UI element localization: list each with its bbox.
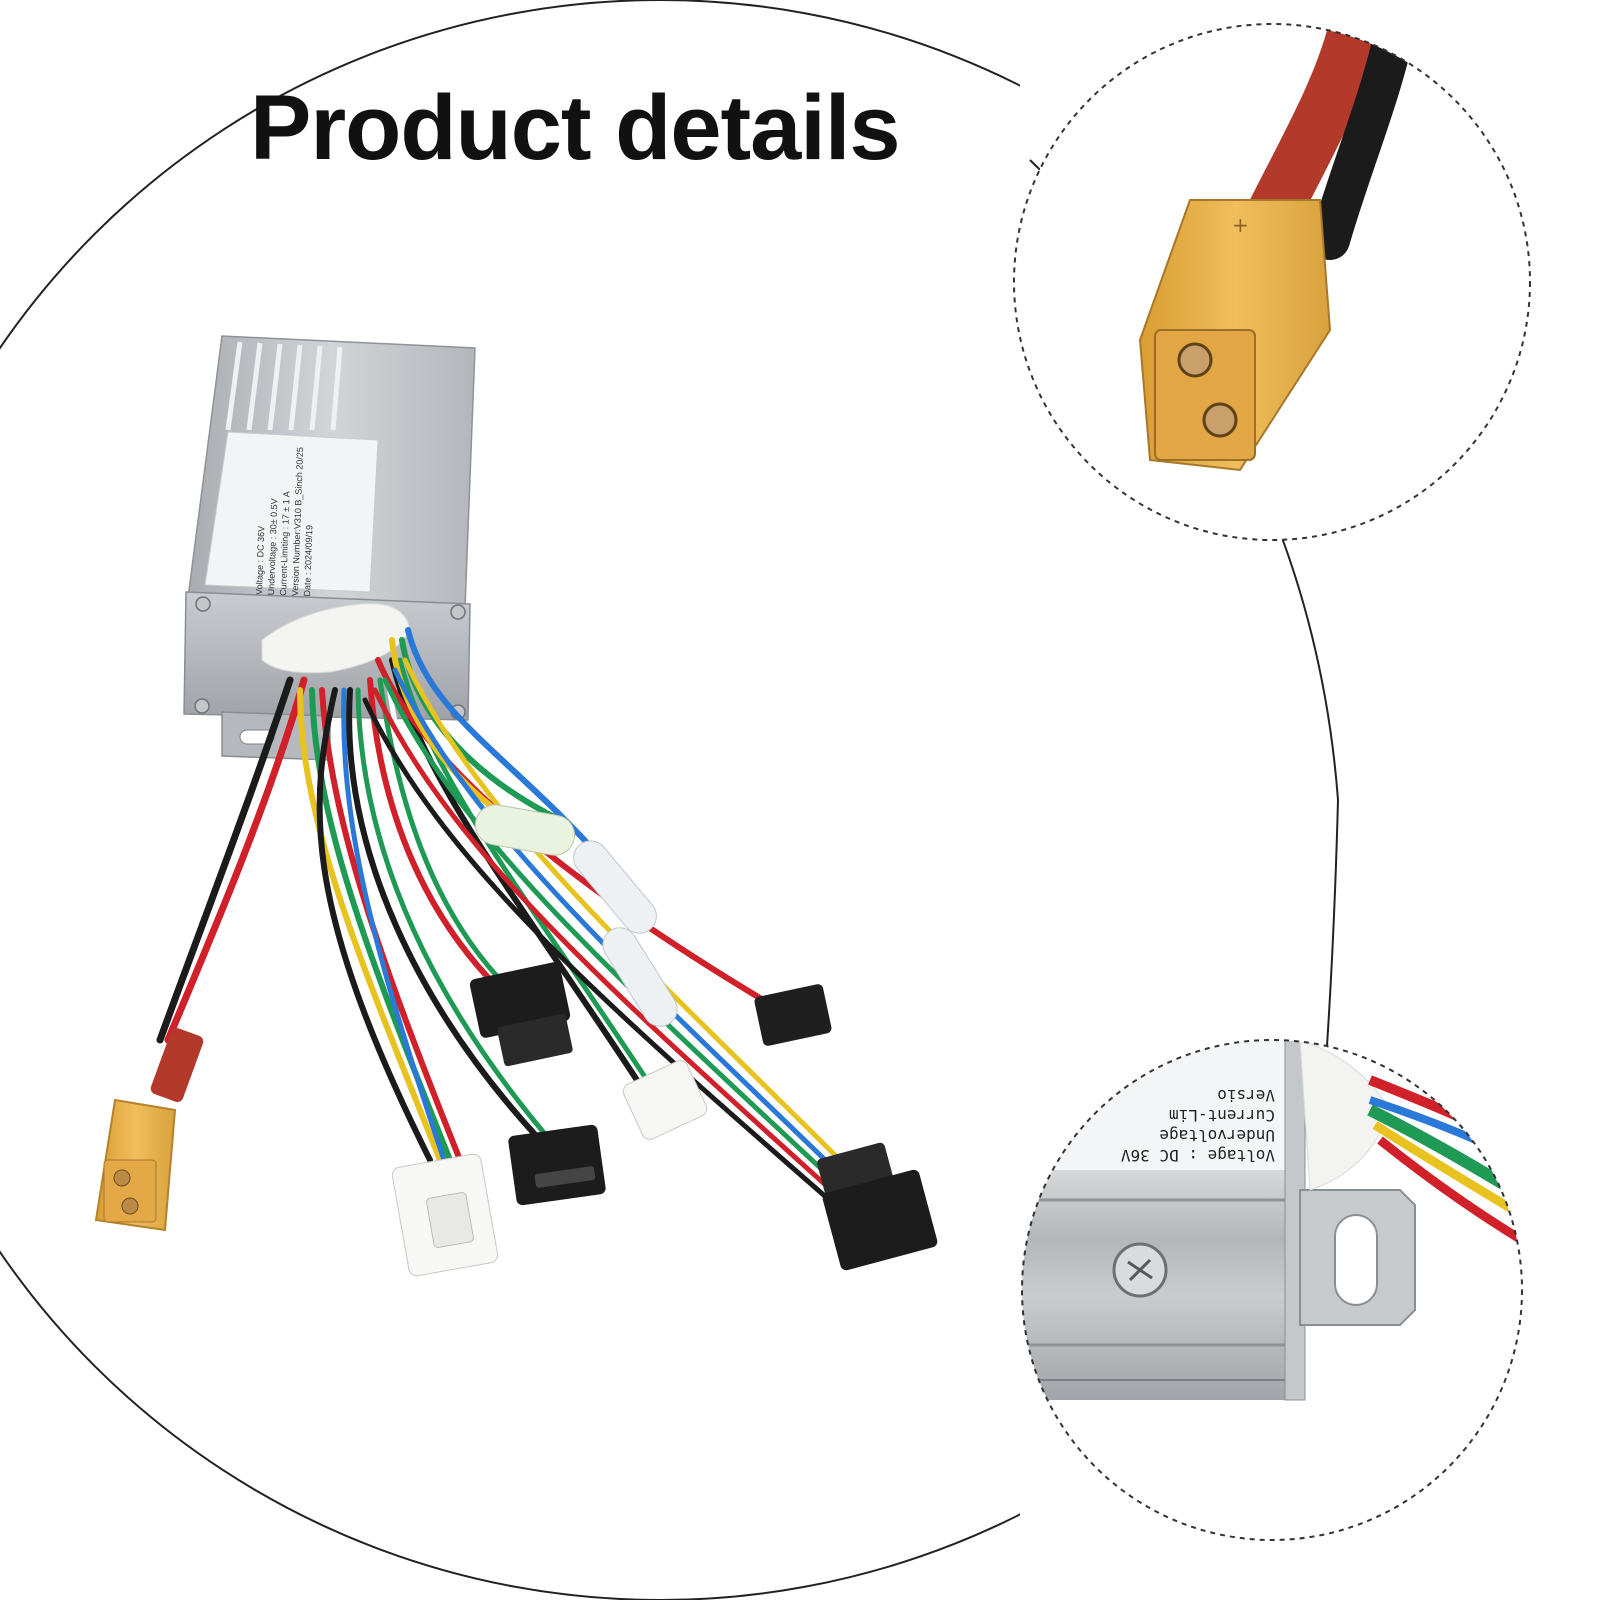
zoom-label-line-3: Current-Lim [1169,1106,1275,1125]
heat-shrink-tube [474,804,678,1027]
zoom-label-line-1: Voltage : DC 36V [1121,1146,1275,1165]
product-label-line-3: Current-Limiting : 17 ± 1 A [278,491,292,596]
page-title: Product details [250,77,901,179]
zoom-label-line-4: Versio [1217,1086,1275,1105]
controller-box: Voltage : DC 36V Undervoltage : 30± 0.5V… [183,335,476,761]
product-label-line-1: Voltage : DC 36V [254,526,266,595]
white-small-connector [622,1060,708,1140]
black-small-connector [754,984,832,1046]
zoom-label-line-2: Undervoltage [1159,1126,1275,1145]
black-2pin-connector [469,962,573,1067]
white-5pin-connector [391,1153,499,1277]
screw-icon [194,596,466,720]
xt60-plus-mark: + [1232,213,1249,237]
xt60-connector [94,1027,204,1232]
product-label-line-5: Date : 2024/09/19 [302,525,314,597]
black-6pin-connector [817,1142,938,1271]
black-3pin-connector [508,1124,606,1206]
zoom-circle-xt60: + [1013,23,1531,541]
product-label-line-2: Undervoltage : 30± 0.5V [266,498,279,595]
